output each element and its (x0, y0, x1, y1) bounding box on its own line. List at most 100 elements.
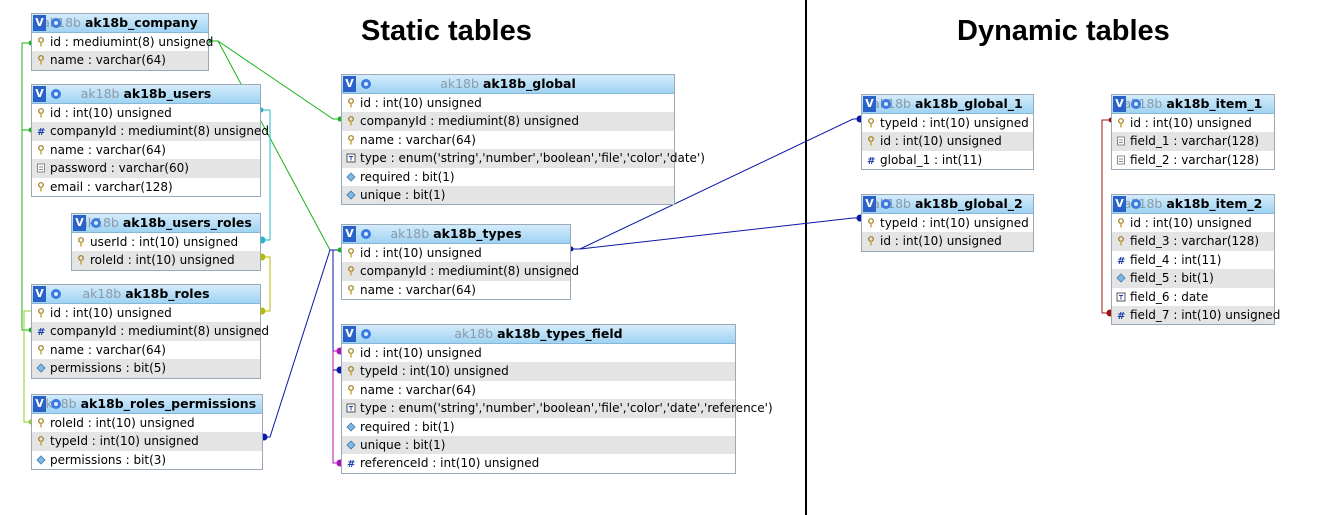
table-row[interactable]: typeId : int(10) unsigned (342, 362, 735, 381)
table-global-2[interactable]: V ak18b ak18b_global_2 typeId : int(10) … (861, 194, 1034, 252)
table-header[interactable]: V ak18b ak18b_global_1 (862, 95, 1033, 114)
table-roles[interactable]: V ak18b ak18b_roles id : int(10) unsigne… (31, 284, 269, 379)
table-row[interactable]: required : bit(1) (342, 168, 674, 186)
table-global[interactable]: V ak18b ak18b_global id : int(10) unsign… (341, 74, 705, 206)
table-row[interactable]: name : varchar(64) (342, 281, 570, 299)
table-item-2[interactable]: V ak18b ak18b_item_2 id : int(10) unsign… (1111, 194, 1280, 326)
table-global-1[interactable]: V ak18b ak18b_global_1 typeId : int(10) … (861, 94, 1034, 171)
table-row[interactable]: name : varchar(64) (342, 381, 735, 399)
table-row[interactable]: #field_7 : int(10) unsigned (1112, 305, 1280, 325)
table-roles-permissions[interactable]: V ak18b ak18b_roles_permissions roleId :… (31, 394, 263, 471)
key-icon (38, 144, 44, 155)
table-header[interactable]: V ak18b ak18b_roles (32, 285, 260, 304)
table-row[interactable]: companyId : mediumint(8) unsigned (342, 262, 579, 281)
table-row[interactable]: name : varchar(64) (32, 341, 260, 359)
table-item-1[interactable]: V ak18b ak18b_item_1 id : int(10) unsign… (1111, 94, 1275, 171)
gear-icon[interactable] (359, 227, 373, 241)
table-row[interactable]: typeId : int(10) unsigned (862, 214, 1033, 232)
table-row[interactable]: id : int(10) unsigned (342, 94, 674, 112)
table-header[interactable]: V ak18b ak18b_item_2 (1112, 195, 1274, 214)
toggle-icon[interactable]: V (73, 215, 86, 231)
toggle-icon[interactable]: V (343, 76, 356, 92)
toggle-icon[interactable]: V (863, 196, 876, 212)
table-row[interactable]: id : int(10) unsigned (862, 232, 1033, 251)
table-row[interactable]: field_1 : varchar(128) (1112, 132, 1274, 151)
toggle-icon[interactable]: V (1113, 96, 1126, 112)
toggle-icon[interactable]: V (33, 86, 46, 102)
table-row[interactable]: email : varchar(128) (32, 178, 260, 196)
gear-icon[interactable] (359, 327, 373, 341)
toggle-icon[interactable]: V (343, 226, 356, 242)
toggle-icon[interactable]: V (33, 286, 46, 302)
table-row[interactable]: id : int(10) unsigned (1112, 214, 1274, 232)
toggle-icon[interactable]: V (343, 326, 356, 342)
table-row[interactable]: typeId : int(10) unsigned (32, 432, 262, 451)
table-header[interactable]: V ak18b ak18b_users_roles (72, 214, 260, 233)
key-icon (348, 134, 354, 145)
table-row[interactable]: #companyId : mediumint(8) unsigned (32, 322, 269, 341)
table-header[interactable]: V ak18b ak18b_item_1 (1112, 95, 1274, 114)
table-row[interactable]: id : int(10) unsigned (342, 344, 735, 362)
table-header[interactable]: V ak18b ak18b_types (342, 225, 570, 244)
table-row[interactable]: companyId : mediumint(8) unsigned (342, 112, 674, 131)
table-row[interactable]: id : mediumint(8) unsigned (32, 33, 213, 51)
table-row[interactable]: #companyId : mediumint(8) unsigned (32, 122, 269, 141)
table-row[interactable]: name : varchar(64) (32, 51, 208, 70)
table-row[interactable]: unique : bit(1) (342, 435, 735, 455)
table-row[interactable]: field_3 : varchar(128) (1112, 232, 1274, 251)
table-row[interactable]: name : varchar(64) (32, 141, 260, 159)
table-row[interactable]: #referenceId : int(10) unsigned (342, 454, 735, 472)
table-header[interactable]: V ak18b ak18b_global_2 (862, 195, 1033, 214)
table-row[interactable]: permissions : bit(5) (32, 359, 260, 378)
table-row[interactable]: unique : bit(1) (342, 185, 674, 205)
table-row[interactable]: roleId : int(10) unsigned (32, 414, 262, 432)
table-users-roles[interactable]: V ak18b ak18b_users_roles userId : int(1… (71, 213, 261, 271)
table-header[interactable]: V ak18b ak18b_company (32, 14, 208, 33)
gear-icon[interactable] (49, 87, 63, 101)
table-row[interactable]: field_6 : date (1112, 288, 1274, 306)
gear-icon[interactable] (89, 216, 103, 230)
gear-icon[interactable] (49, 287, 63, 301)
table-row[interactable]: id : int(10) unsigned (32, 104, 260, 122)
gear-icon[interactable] (879, 97, 893, 111)
table-row[interactable]: field_2 : varchar(128) (1112, 151, 1274, 169)
table-row[interactable]: permissions : bit(3) (32, 451, 262, 469)
gear-icon[interactable] (49, 16, 63, 30)
key-icon (348, 248, 354, 258)
table-header[interactable]: V ak18b ak18b_roles_permissions (32, 395, 262, 414)
table-row[interactable]: name : varchar(64) (342, 131, 674, 149)
gear-icon[interactable] (49, 397, 63, 411)
table-users[interactable]: V ak18b ak18b_users id : int(10) unsigne… (31, 84, 269, 197)
table-row[interactable]: id : int(10) unsigned (1112, 114, 1274, 132)
table-row[interactable]: id : int(10) unsigned (32, 304, 260, 322)
toggle-icon[interactable]: V (1113, 196, 1126, 212)
gear-icon[interactable] (359, 77, 373, 91)
table-row[interactable]: required : bit(1) (342, 418, 735, 436)
table-row[interactable]: roleId : int(10) unsigned (72, 251, 260, 270)
table-row[interactable]: type : enum('string','number','boolean',… (342, 149, 705, 168)
table-row[interactable]: #field_4 : int(11) (1112, 251, 1274, 269)
toggle-icon[interactable]: V (863, 96, 876, 112)
table-row[interactable]: typeId : int(10) unsigned (862, 114, 1033, 132)
table-company[interactable]: V ak18b ak18b_company id : mediumint(8) … (31, 13, 213, 71)
table-row[interactable]: type : enum('string','number','boolean',… (342, 399, 773, 418)
gear-icon[interactable] (879, 197, 893, 211)
table-row[interactable]: id : int(10) unsigned (862, 132, 1033, 151)
table-row[interactable]: userId : int(10) unsigned (72, 233, 260, 251)
table-row[interactable]: #global_1 : int(11) (862, 151, 1033, 169)
table-types-field[interactable]: V ak18b ak18b_types_field id : int(10) u… (341, 324, 773, 474)
table-row[interactable]: password : varchar(60) (32, 159, 260, 178)
key-icon (38, 308, 44, 318)
relation-roles-usersroles (261, 256, 271, 312)
gear-icon[interactable] (1129, 97, 1143, 111)
toggle-icon[interactable]: V (33, 15, 46, 31)
toggle-icon[interactable]: V (33, 396, 46, 412)
table-header[interactable]: V ak18b ak18b_global (342, 75, 674, 94)
table-row[interactable]: field_5 : bit(1) (1112, 269, 1274, 288)
table-types[interactable]: V ak18b ak18b_types id : int(10) unsigne… (341, 224, 579, 301)
table-header[interactable]: V ak18b ak18b_types_field (342, 325, 735, 344)
table-header[interactable]: V ak18b ak18b_users (32, 85, 260, 104)
key-icon (1118, 236, 1124, 246)
gear-icon[interactable] (1129, 197, 1143, 211)
table-row[interactable]: id : int(10) unsigned (342, 244, 570, 262)
